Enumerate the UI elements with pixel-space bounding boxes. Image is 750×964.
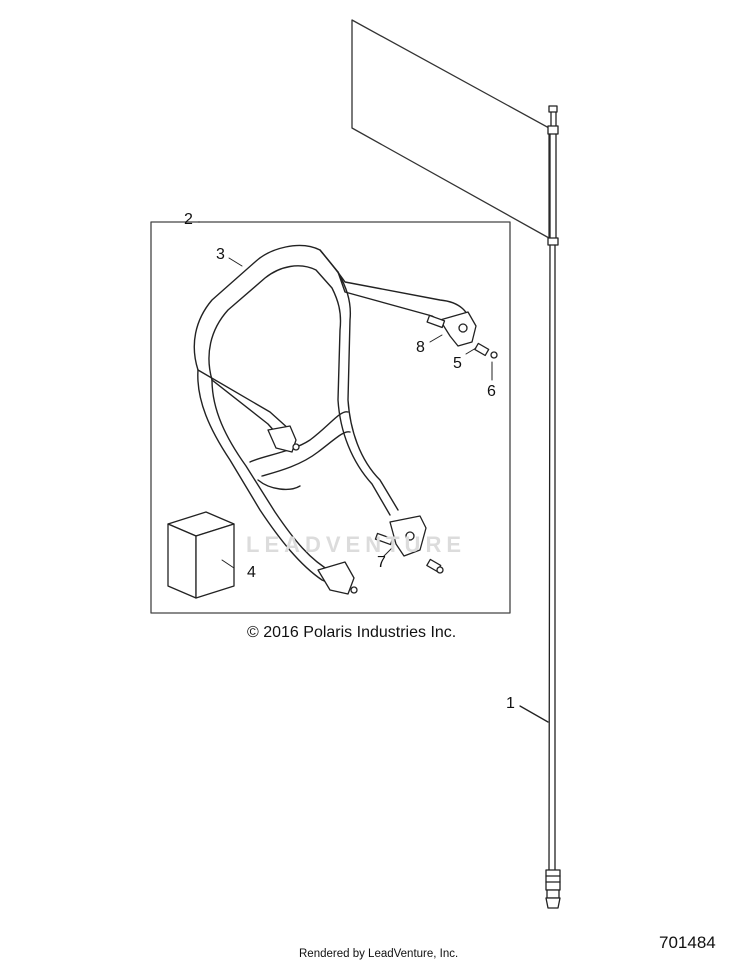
kit-box-4 xyxy=(167,511,235,599)
bolts xyxy=(374,314,498,574)
callout-4: 4 xyxy=(247,564,256,581)
callout-2: 2 xyxy=(184,211,193,228)
callout-8: 8 xyxy=(416,339,425,356)
callout-1: 1 xyxy=(506,695,515,712)
watermark: LEADVENTURE xyxy=(246,532,467,557)
kit-border xyxy=(150,221,511,614)
leader-lines xyxy=(198,221,493,569)
callout-5: 5 xyxy=(453,355,462,372)
callout-3: 3 xyxy=(216,246,225,263)
callout-6: 6 xyxy=(487,383,496,400)
callout-7: 7 xyxy=(377,554,386,571)
copyright-text: © 2016 Polaris Industries Inc. xyxy=(247,624,457,641)
flag xyxy=(351,19,550,239)
whip-antenna xyxy=(519,105,561,909)
bumper-frame xyxy=(193,244,471,591)
diagram-id: 701484 xyxy=(659,933,716,952)
rendered-by-text: Rendered by LeadVenture, Inc. xyxy=(299,948,459,960)
mount-brackets xyxy=(267,311,477,595)
